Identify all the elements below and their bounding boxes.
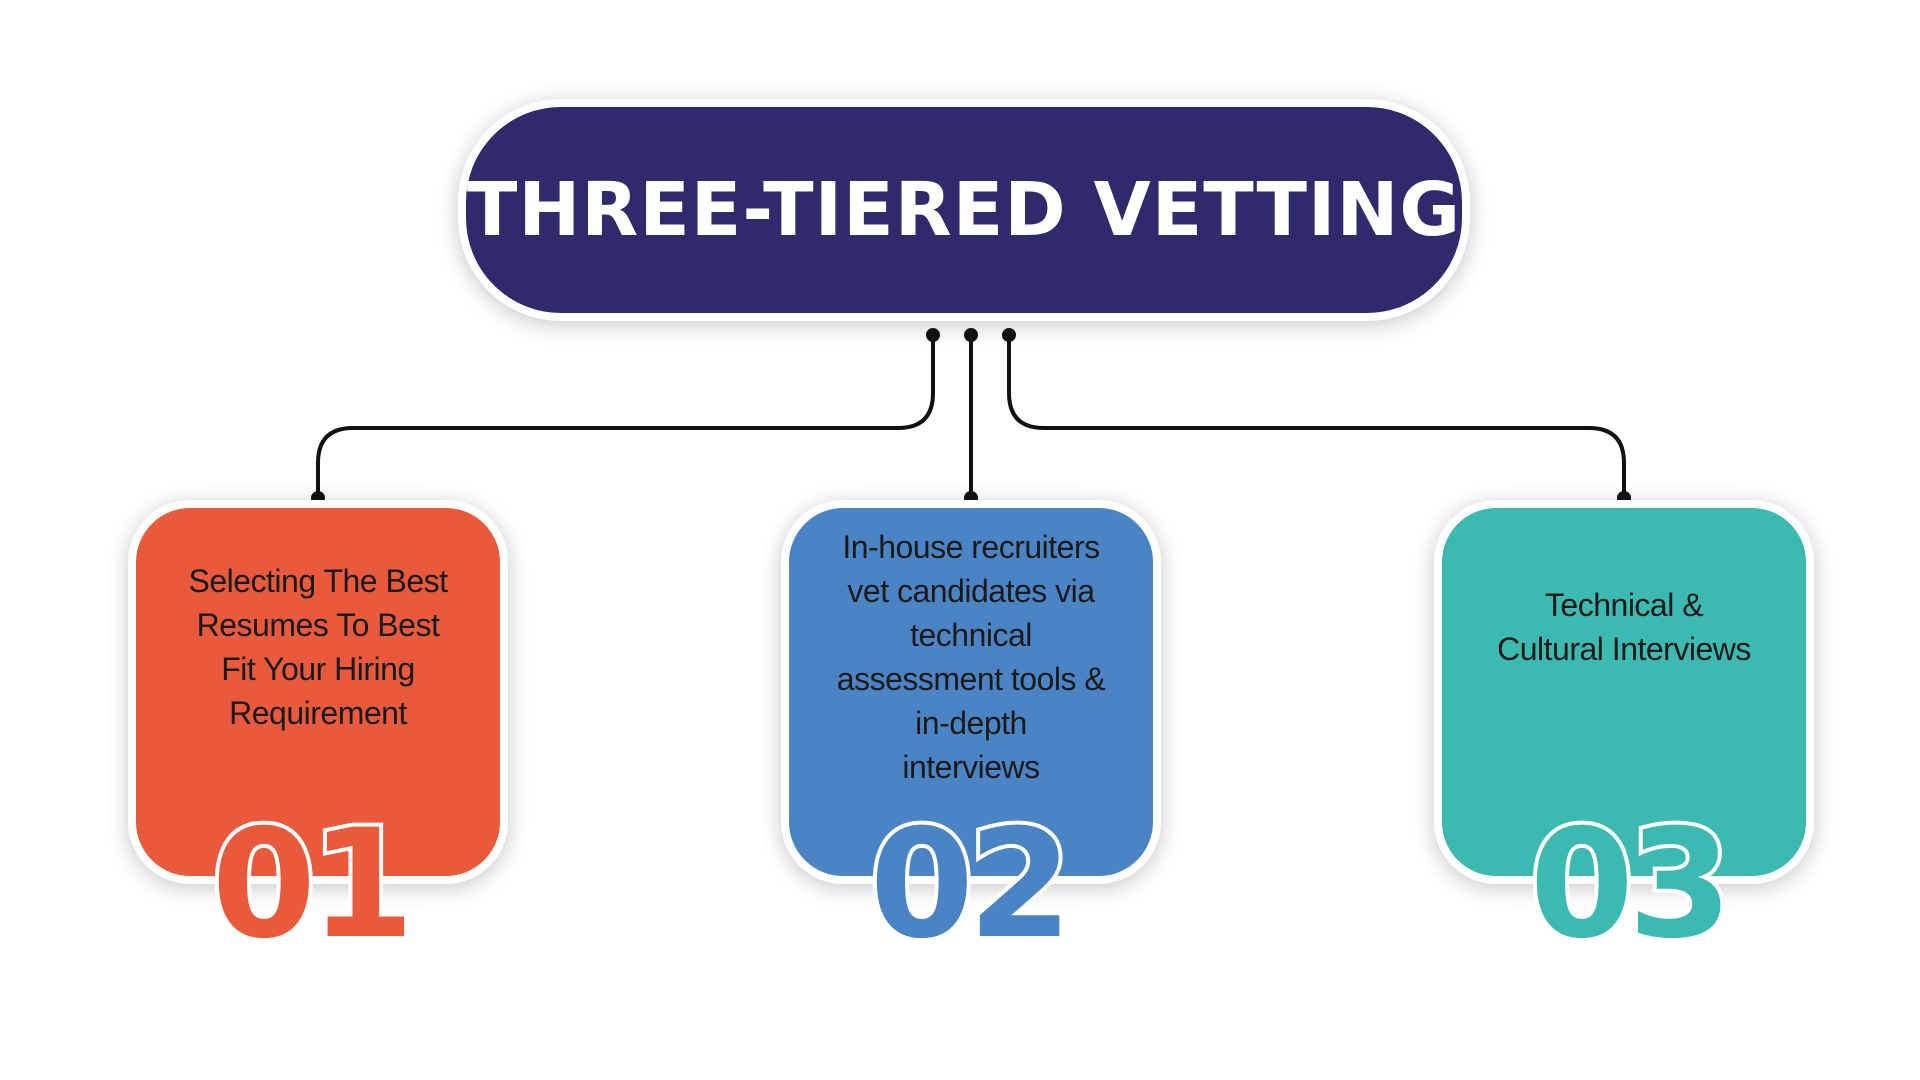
tier-2-number: 02: [866, 796, 1077, 974]
tier-3-number: 03: [1526, 796, 1737, 974]
tier-2-text: In-house recruiters vet candidates via t…: [836, 529, 1106, 785]
tier-box-3: Technical & Cultural Interviews: [1434, 500, 1814, 884]
title: THREE-TIERED VETTING: [466, 167, 1462, 253]
tier-1-number: 01: [208, 796, 419, 974]
dot-top-left: [926, 328, 940, 342]
tier-3-text: Technical & Cultural Interviews: [1497, 587, 1751, 667]
tier-box-2: In-house recruiters vet candidates via t…: [781, 500, 1161, 884]
dot-top-right: [1002, 328, 1016, 342]
connector-left: [316, 335, 935, 498]
title-banner: THREE-TIERED VETTING: [458, 99, 1470, 321]
dot-top-center: [964, 328, 978, 342]
connector-right: [1007, 335, 1626, 498]
tier-1-text: Selecting The Best Resumes To Best Fit Y…: [188, 563, 448, 731]
tier-box-1: Selecting The Best Resumes To Best Fit Y…: [128, 500, 508, 884]
